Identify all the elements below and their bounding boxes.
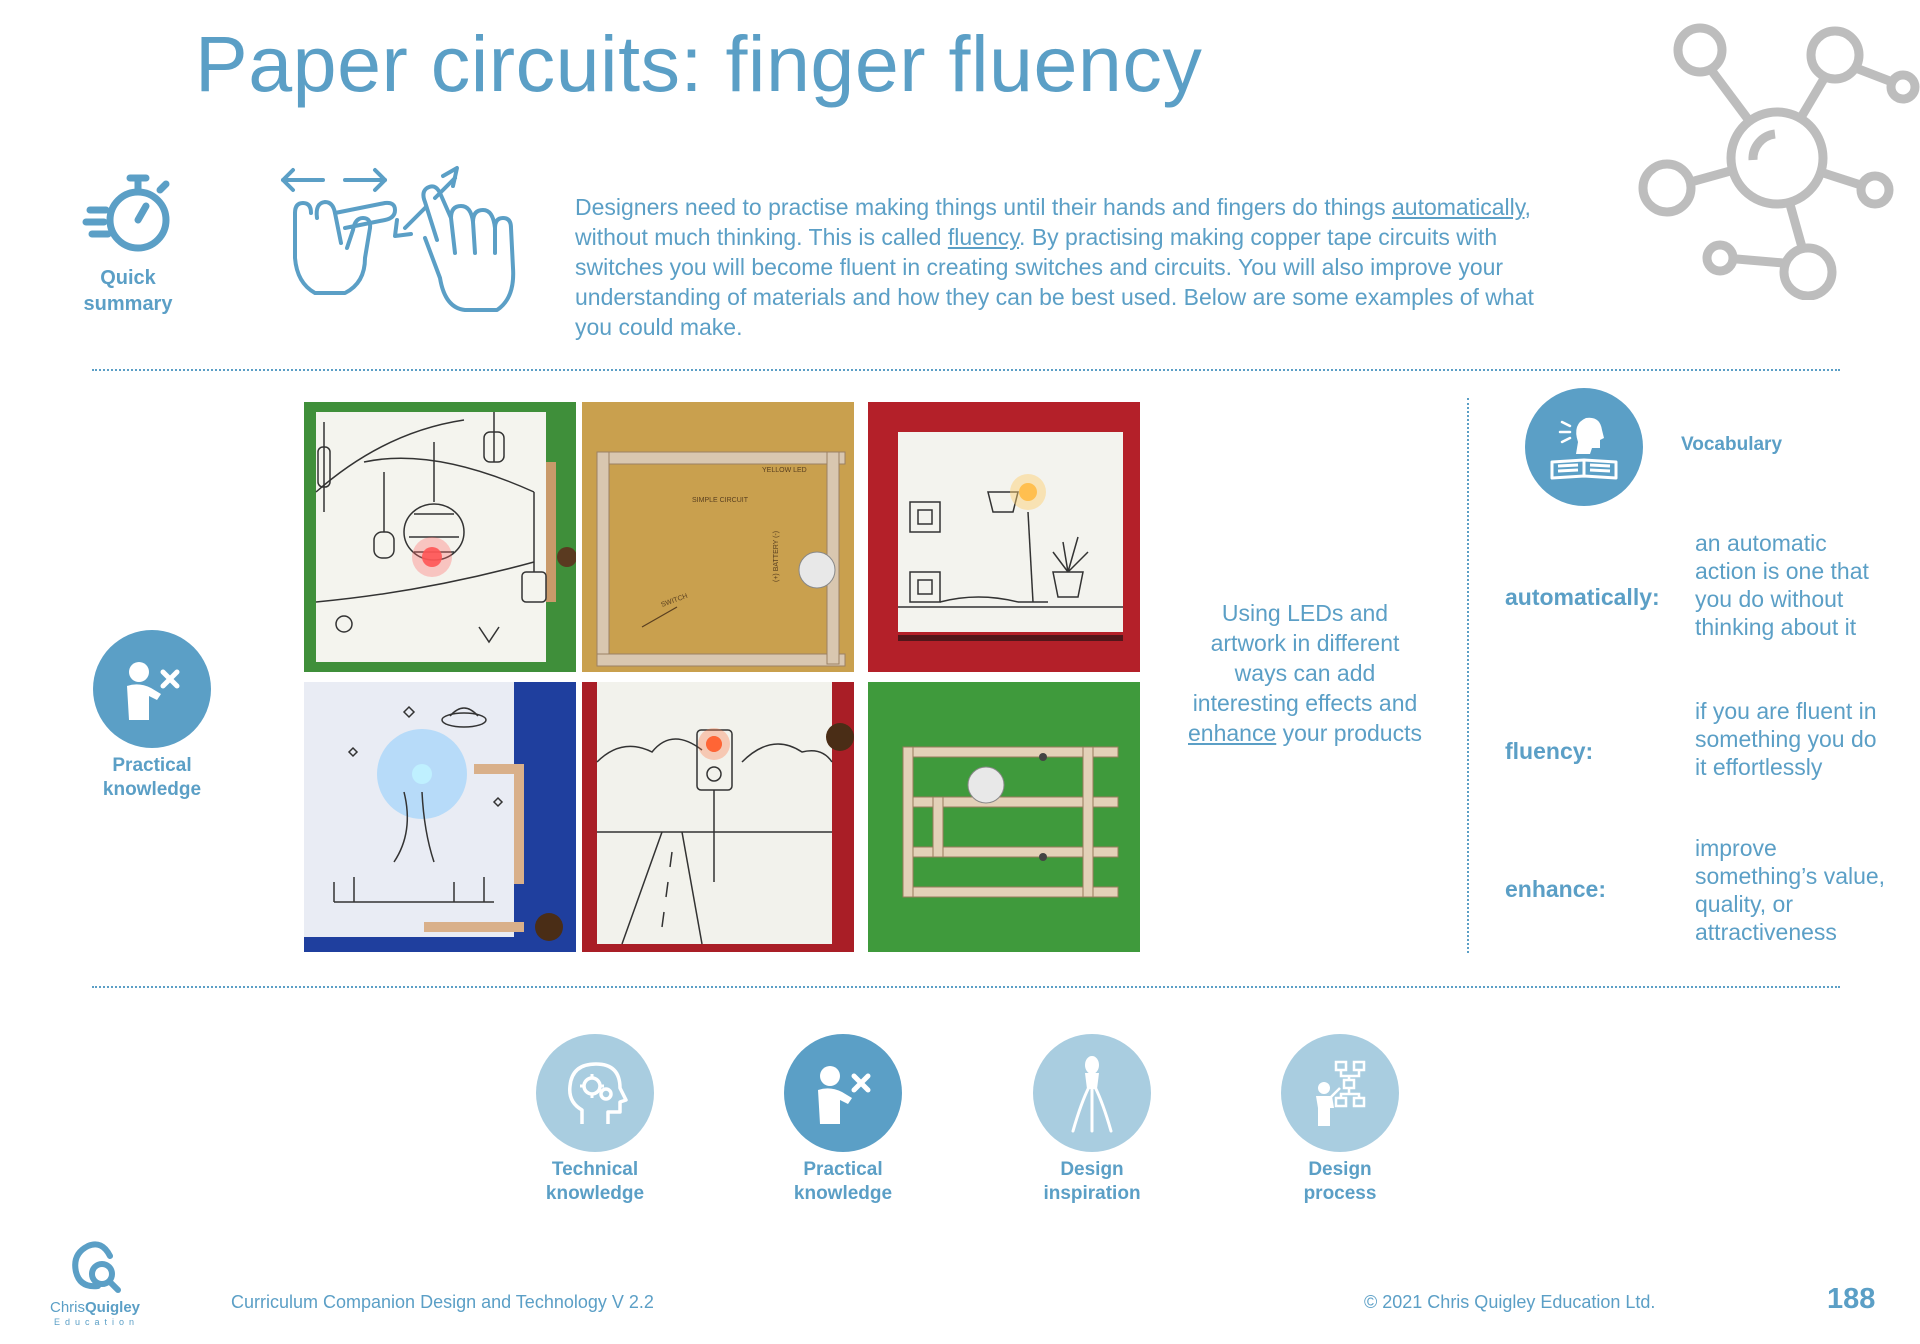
design-process-label: Design process bbox=[1303, 1159, 1377, 1204]
link-fluency[interactable]: fluency bbox=[947, 224, 1020, 250]
speaking-book-icon bbox=[1550, 417, 1618, 480]
practical-knowledge-nav-label: Practical knowledge bbox=[793, 1159, 893, 1204]
photo-lamp bbox=[868, 402, 1140, 672]
divider-vertical bbox=[1467, 398, 1469, 953]
photo-label-battery: (+) BATTERY (-) bbox=[773, 531, 780, 582]
brand-name: ChrisQuigley bbox=[50, 1299, 141, 1316]
photo-lanterns bbox=[304, 402, 576, 672]
person-flowchart-icon bbox=[1316, 1060, 1366, 1126]
vocab-def-enhance: improve something’s value, quality, or a… bbox=[1695, 835, 1886, 945]
link-enhance[interactable]: enhance bbox=[1188, 720, 1277, 746]
photo-label-simple-circuit: SIMPLE CIRCUIT bbox=[692, 497, 749, 504]
technical-knowledge-circle[interactable] bbox=[536, 1034, 654, 1152]
practical-knowledge-circle bbox=[93, 630, 211, 748]
page-title: Paper circuits: finger fluency bbox=[195, 19, 1203, 108]
person-tool-icon bbox=[818, 1066, 871, 1124]
person-tool-icon bbox=[127, 662, 180, 720]
design-process-circle[interactable] bbox=[1281, 1034, 1399, 1152]
brand-sub: Education bbox=[54, 1317, 140, 1327]
vocab-def-automatically: an automatic action is one that you do w… bbox=[1695, 530, 1869, 640]
led-effects-text: Using LEDs and artwork in different ways… bbox=[1188, 600, 1422, 746]
vocabulary-heading: Vocabulary bbox=[1681, 434, 1783, 455]
intro-paragraph: Designers need to practise making things… bbox=[575, 194, 1534, 340]
page-number: 188 bbox=[1827, 1283, 1876, 1315]
vocab-term-automatically: automatically: bbox=[1505, 584, 1660, 610]
photo-simple-circuit: SIMPLE CIRCUIT YELLOW LED SWITCH (+) BAT… bbox=[582, 402, 854, 672]
vocab-term-fluency: fluency: bbox=[1505, 738, 1594, 764]
quick-summary-label: Quick summary bbox=[83, 267, 173, 315]
chris-quigley-logo bbox=[72, 1241, 121, 1293]
vocabulary-circle bbox=[1525, 388, 1643, 506]
photo-ufo bbox=[304, 682, 576, 952]
photo-label-yellow-led: YELLOW LED bbox=[762, 467, 807, 474]
photo-traffic-light bbox=[582, 682, 854, 952]
vocab-def-fluency: if you are fluent in something you do it… bbox=[1695, 698, 1877, 780]
lemon-squeezer-icon bbox=[1071, 1056, 1113, 1133]
hand-gesture-icon bbox=[281, 166, 516, 312]
technical-knowledge-label: Technical knowledge bbox=[545, 1159, 645, 1204]
divider-top bbox=[92, 369, 1840, 371]
head-gears-icon bbox=[568, 1062, 628, 1124]
photo-switch-board bbox=[868, 682, 1140, 952]
practical-knowledge-label: Practical knowledge bbox=[102, 755, 202, 800]
link-automatically[interactable]: automatically bbox=[1391, 194, 1525, 220]
network-icon bbox=[1638, 23, 1920, 300]
copyright: © 2021 Chris Quigley Education Ltd. bbox=[1364, 1292, 1656, 1312]
stopwatch-icon bbox=[82, 174, 170, 252]
document-title: Curriculum Companion Design and Technolo… bbox=[231, 1292, 654, 1312]
practical-knowledge-nav-circle[interactable] bbox=[784, 1034, 902, 1152]
design-inspiration-circle[interactable] bbox=[1033, 1034, 1151, 1152]
design-inspiration-label: Design inspiration bbox=[1043, 1159, 1141, 1204]
vocab-term-enhance: enhance: bbox=[1505, 876, 1606, 902]
divider-bottom bbox=[92, 986, 1840, 988]
